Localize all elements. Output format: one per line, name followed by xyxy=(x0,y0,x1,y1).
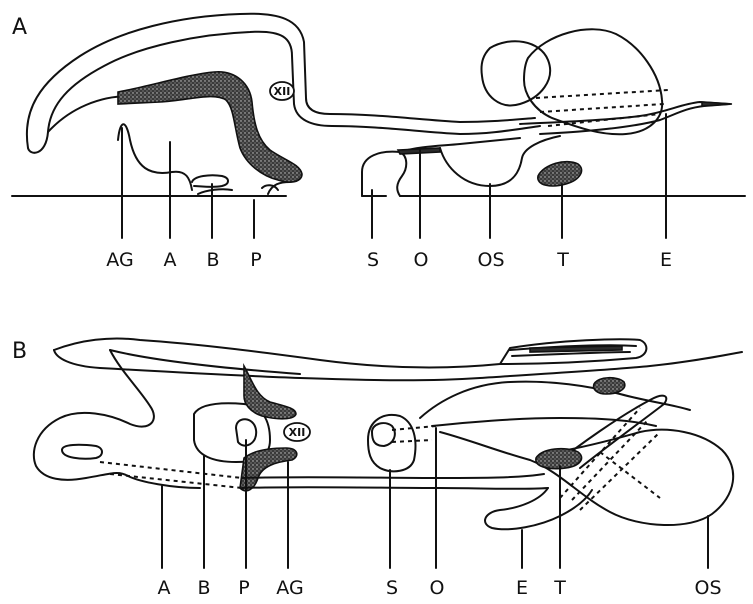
panel-b-right-tube-dark xyxy=(530,346,622,352)
panel-a-label-e: E xyxy=(660,249,672,271)
panel-a-dorsal-tube-inner xyxy=(48,32,540,134)
panel-b-xii-oval: XII xyxy=(284,423,310,441)
panel-a-dorsal-tube-outer xyxy=(27,14,535,148)
panel-b-left-dashed xyxy=(100,462,242,488)
panel-b: B XII xyxy=(12,338,742,599)
panel-a-amnion-chamber xyxy=(118,124,192,190)
panel-a-upper-lobe xyxy=(481,41,550,105)
panel-a-label-os: OS xyxy=(477,249,504,271)
panel-b-label-p: P xyxy=(238,577,249,599)
panel-a-s-stalk xyxy=(362,152,406,196)
panel-b-label-ag: AG xyxy=(276,577,303,599)
panel-a-letter: A xyxy=(12,15,27,40)
panel-b-left-body xyxy=(34,350,200,488)
panel-b-letter: B xyxy=(12,339,27,364)
panel-b-label-o: O xyxy=(430,577,445,599)
panel-b-xii-label: XII xyxy=(289,426,306,439)
panel-a-label-ag: AG xyxy=(106,249,133,271)
panel-b-label-e: E xyxy=(516,577,528,599)
panel-b-small-blob xyxy=(594,378,625,394)
panel-a: A XII xyxy=(12,14,745,271)
panel-b-dorsal-tube-outer xyxy=(54,338,646,367)
panel-a-xii-oval: XII xyxy=(270,82,294,100)
panel-b-dorsal-tube-inner xyxy=(54,350,742,380)
panel-a-e-duct-tip xyxy=(702,102,732,106)
panel-a-label-p: P xyxy=(250,249,261,271)
panel-b-label-os: OS xyxy=(694,577,721,599)
panel-b-s-inner xyxy=(372,423,395,446)
panel-a-t-blob xyxy=(538,162,582,186)
panel-b-label-b: B xyxy=(197,577,210,599)
panel-a-xii-label: XII xyxy=(274,85,291,98)
panel-a-label-b: B xyxy=(206,249,219,271)
panel-b-t-blob xyxy=(536,449,582,469)
panel-a-label-a: A xyxy=(164,249,177,271)
panel-b-label-s: S xyxy=(386,577,398,599)
panel-a-label-s: S xyxy=(367,249,379,271)
panel-b-o-duct xyxy=(432,418,656,426)
panel-b-leaders xyxy=(162,428,708,568)
panel-b-label-a: A xyxy=(158,577,171,599)
panel-b-e-duct xyxy=(485,488,592,529)
panel-a-dashed-ducts xyxy=(536,90,668,126)
panel-a-egg-lobe xyxy=(524,29,662,134)
panel-b-left-inner-loop xyxy=(62,445,102,459)
panel-b-label-t: T xyxy=(553,577,566,599)
panel-a-label-t: T xyxy=(556,249,569,271)
panel-a-tube-left-loop xyxy=(28,132,48,153)
panel-a-label-o: O xyxy=(414,249,429,271)
